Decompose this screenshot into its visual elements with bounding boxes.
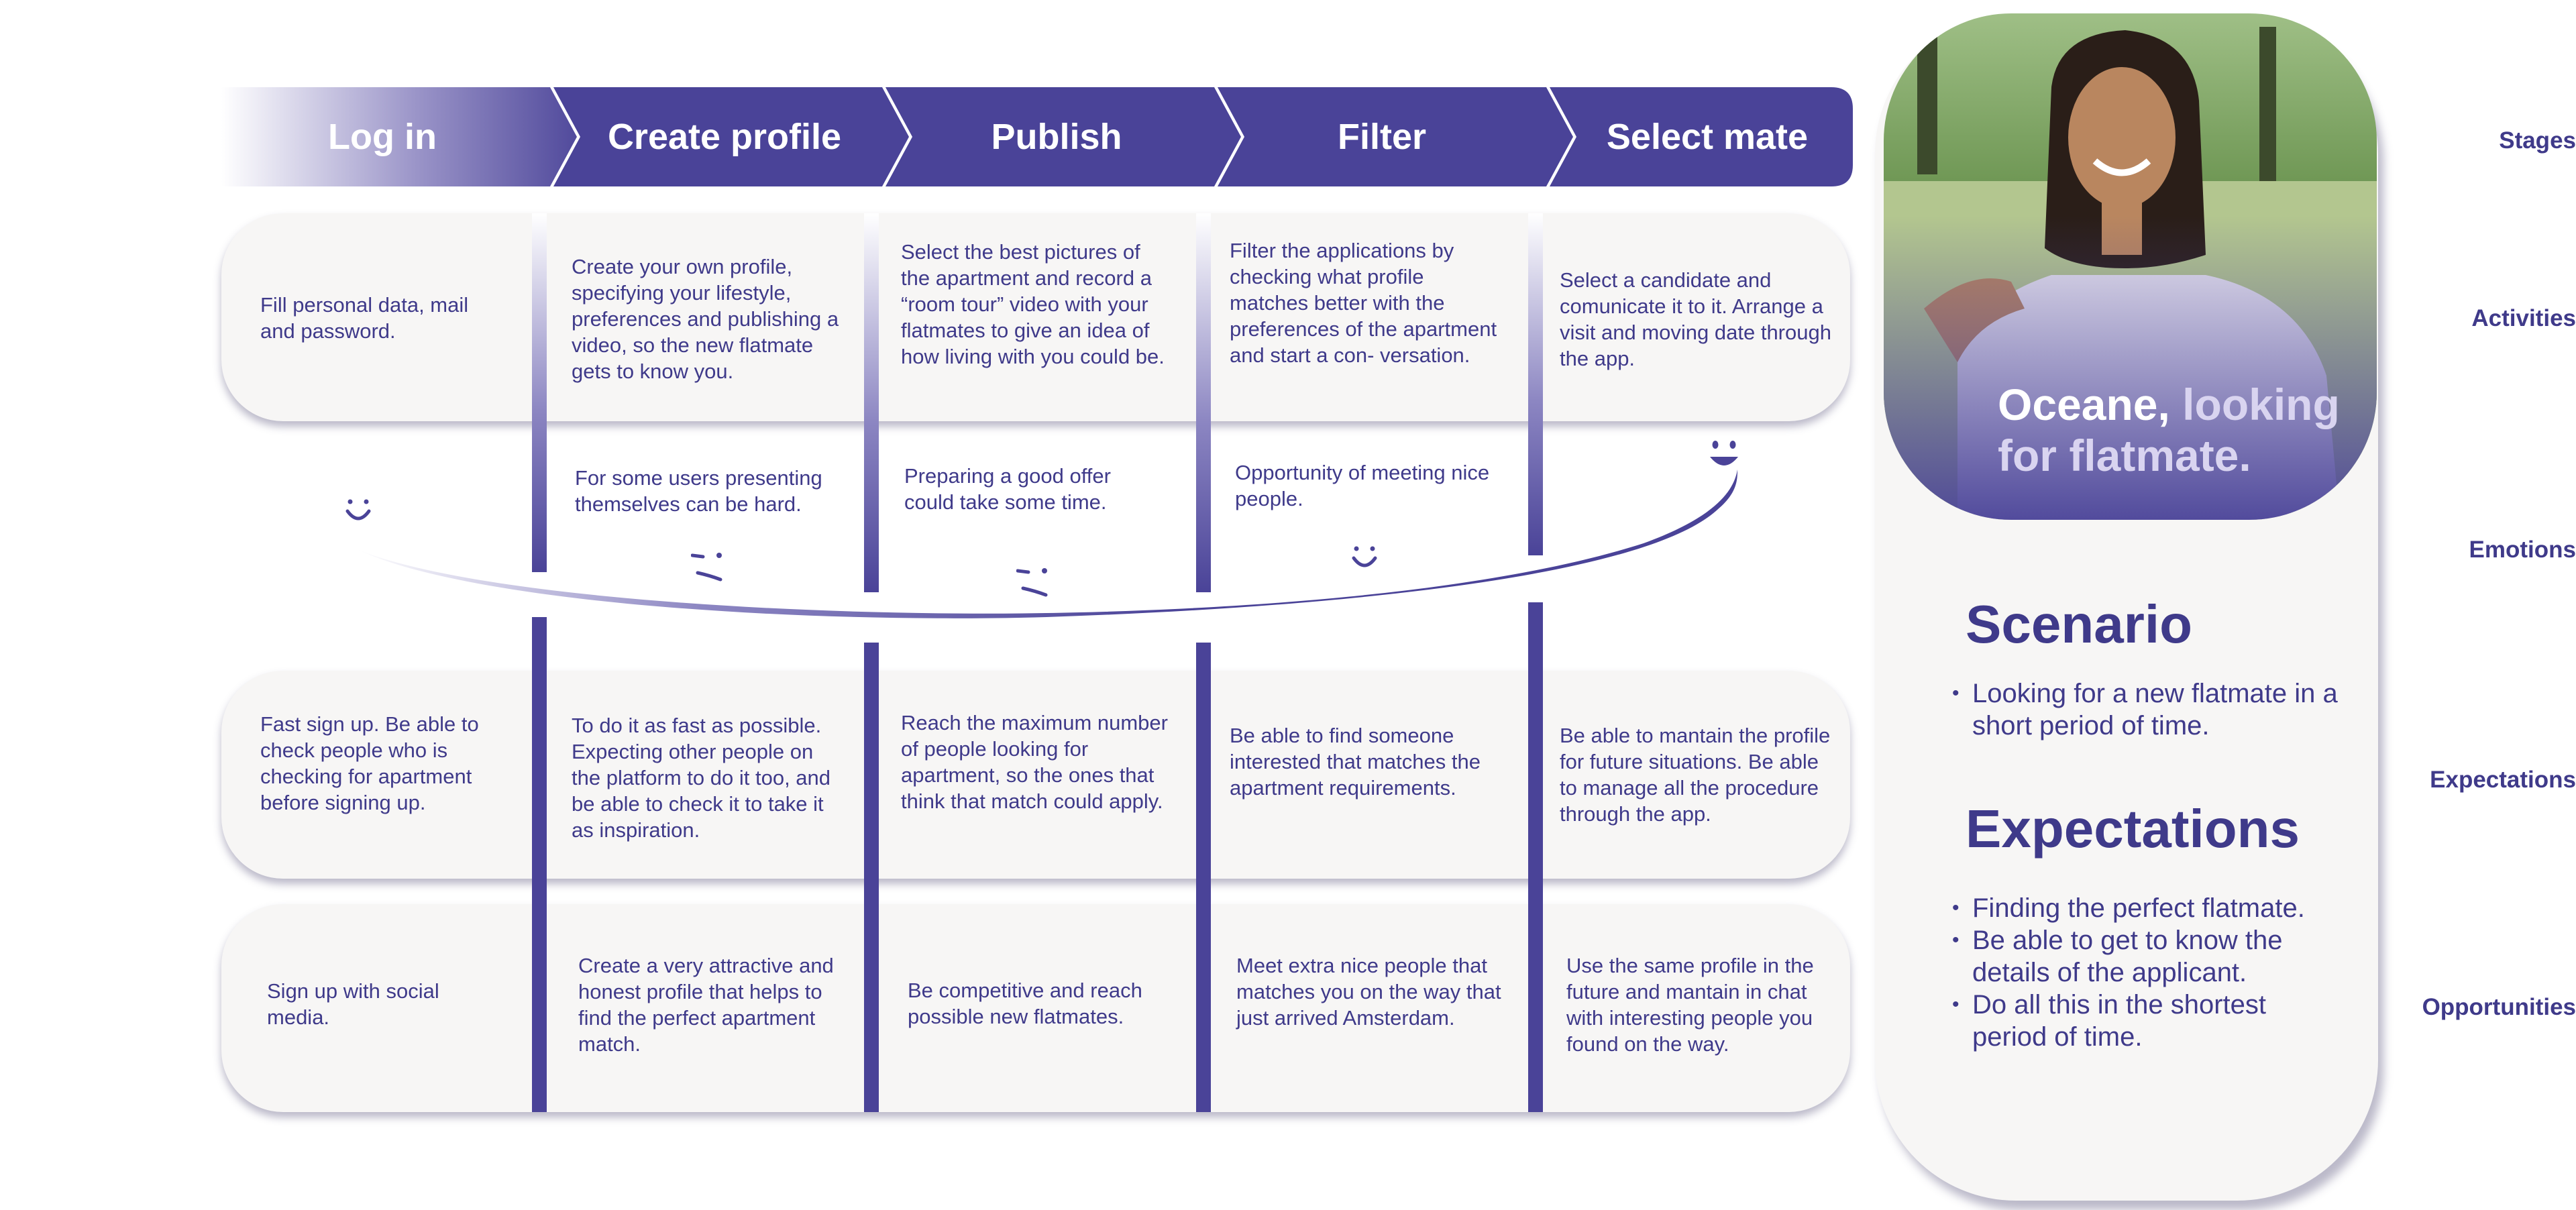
persona-name: Oceane, [1998,380,2170,429]
happy-face-icon [1352,546,1377,567]
divider-2-top [864,213,879,592]
expectation-select-mate: Be able to mantain the profile for futur… [1560,724,1831,826]
stage-label-login: Log in [328,117,437,157]
persona-tagline-2: for flatmate. [1998,431,2251,480]
opportunity-create-profile: Create a very attractive and honest prof… [578,954,834,1056]
expectation-filter: Be able to find someone interested that … [1230,724,1481,800]
stage-banner [221,87,1853,186]
activity-create-profile: Create your own profile, specifying your… [572,255,839,383]
activity-select-mate: Select a candidate and comunicate it to … [1560,268,1831,370]
divider-3-top [1196,213,1211,592]
divider-4-bottom [1528,602,1543,1112]
neutral-face-icon [1016,568,1048,597]
activity-publish: Select the best pictures of the apartmen… [901,240,1165,368]
scenario-title: Scenario [1966,594,2192,654]
persona-photo [1884,13,2377,520]
expectations-title: Expectations [1966,799,2300,859]
scenario-list: Looking for a new flatmate in a short pe… [1952,677,2341,742]
stage-label-create-profile: Create profile [607,117,842,157]
divider-1-bottom [532,617,547,1112]
opportunity-login: Sign up with social media. [267,979,439,1029]
persona-expectation-item: Be able to get to know the details of th… [1952,924,2341,989]
activity-filter: Filter the applications by checking what… [1230,239,1497,367]
stage-arrow-login [221,87,577,186]
stage-arrow-publish [885,87,1241,186]
emotion-filter: Opportunity of meeting nice people. [1235,461,1490,510]
divider-4-top [1528,213,1543,555]
expectation-publish: Reach the maximum number of people looki… [901,711,1168,813]
stage-label-publish: Publish [991,117,1122,157]
divider-1-top [532,213,547,572]
activity-login: Fill personal data, mail and password. [260,293,469,343]
persona-portrait-image [1884,13,2377,520]
persona-tagline-1: looking [2182,380,2340,429]
opportunity-select-mate: Use the same profile in the future and m… [1566,954,1814,1056]
neutral-face-icon [691,553,722,582]
divider-2-bottom [864,643,879,1112]
emotion-create-profile: For some users presenting themselves can… [575,466,822,516]
activities-card [221,213,1850,421]
stage-arrow-select-mate [1550,87,1853,186]
persona-title: Oceane, looking for flatmate. [1998,379,2340,481]
opportunity-filter: Meet extra nice people that matches you … [1236,954,1501,1030]
stage-label-filter: Filter [1337,117,1427,157]
persona-expectation-item: Finding the perfect flatmate. [1952,892,2341,924]
opportunity-publish: Be competitive and reach possible new fl… [908,979,1142,1028]
row-label-opportunities: Opportunities [2422,994,2576,1020]
persona-expectation-item: Do all this in the shortest period of ti… [1952,989,2341,1053]
stage-arrow-filter [1218,87,1573,186]
opportunities-card [221,904,1850,1112]
stage-arrow-create-profile [553,87,909,186]
row-label-emotions: Emotions [2469,537,2576,563]
scenario-item: Looking for a new flatmate in a short pe… [1952,677,2341,742]
expectation-create-profile: To do it as fast as possible. Expecting … [572,714,831,842]
very-happy-face-icon [1710,441,1738,465]
expectations-card [221,671,1850,879]
stage-label-select-mate: Select mate [1606,117,1809,157]
emotion-publish: Preparing a good offer could take some t… [904,464,1111,514]
row-label-stages: Stages [2499,127,2576,154]
row-label-expectations: Expectations [2430,767,2576,793]
expectation-login: Fast sign up. Be able to check people wh… [260,712,479,814]
happy-face-icon [345,499,371,520]
row-label-activities: Activities [2471,305,2576,331]
persona-expectations-list: Finding the perfect flatmate. Be able to… [1952,892,2341,1053]
divider-3-bottom [1196,643,1211,1112]
